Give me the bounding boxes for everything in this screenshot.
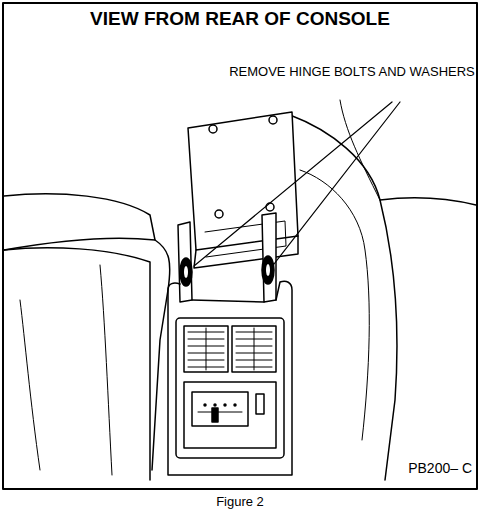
right-seat-back xyxy=(380,198,476,205)
left-seat-seam xyxy=(100,265,112,475)
lid-screw xyxy=(266,203,274,211)
right-seat-seam xyxy=(300,170,369,440)
left-seat-seam xyxy=(20,300,40,470)
vent-divider xyxy=(206,328,207,370)
leader-line xyxy=(274,102,400,264)
right-hinge xyxy=(262,213,276,302)
vent-divider xyxy=(254,328,255,370)
slider-track xyxy=(198,412,242,413)
left-hinge xyxy=(178,222,192,302)
slider-dot xyxy=(204,404,206,406)
lid-screw xyxy=(209,125,217,133)
console-lid xyxy=(188,112,298,250)
console-top xyxy=(192,300,264,302)
figure-frame xyxy=(3,3,477,489)
control-panel xyxy=(184,382,276,448)
hinge-bolt xyxy=(180,258,192,286)
bolt-highlight xyxy=(266,264,270,276)
vent-louvres xyxy=(188,328,272,370)
callout-note: REMOVE HINGE BOLTS AND WASHERS xyxy=(228,64,476,80)
hinge-bolt xyxy=(262,256,274,284)
lid-screw xyxy=(269,116,277,124)
left-seat-edge xyxy=(152,240,170,470)
figure-title: VIEW FROM REAR OF CONSOLE xyxy=(4,8,476,30)
slider-dot xyxy=(224,404,226,406)
slider-knob xyxy=(212,408,218,422)
figure-caption: Figure 2 xyxy=(4,494,476,509)
right-vent xyxy=(232,326,276,372)
slider-bezel xyxy=(192,392,248,426)
leader-line xyxy=(194,102,392,266)
lid-screw xyxy=(215,210,223,218)
console-body xyxy=(168,281,292,475)
left-seat-side xyxy=(4,248,150,480)
bolt-highlight xyxy=(184,266,188,278)
rocker-switch xyxy=(256,394,264,414)
left-seat xyxy=(4,194,155,250)
right-seat xyxy=(290,115,397,480)
right-seat-back-edge xyxy=(340,100,380,200)
figure-code: PB200– C xyxy=(372,460,472,476)
left-vent xyxy=(184,326,228,372)
slider-dot xyxy=(234,404,236,406)
slider-dot xyxy=(214,404,216,406)
rear-panel xyxy=(176,318,284,458)
